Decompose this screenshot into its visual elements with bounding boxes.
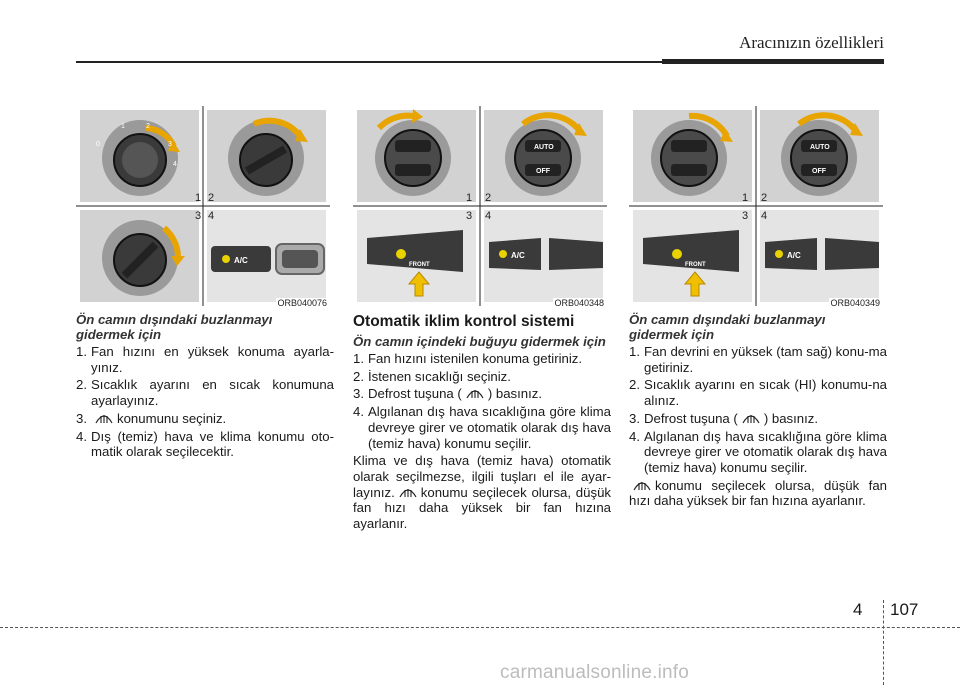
- knob-mark-0: 0: [96, 141, 100, 148]
- column-outside-defrost-auto: Ön camın dışındaki buzlanmayı gidermek i…: [629, 312, 887, 509]
- defrost-icon: [466, 390, 484, 399]
- figure-manual-climate-illustration: 0 1 2 3 4 A/C: [76, 106, 330, 306]
- ac-button-label-auto: A/C: [511, 251, 525, 260]
- figure-label-4: 4: [761, 210, 768, 222]
- column-auto-climate: Otomatik iklim kontrol sistemi Ön camın …: [353, 312, 611, 532]
- figure-auto-climate-outside-illustration: AUTO OFF FRONT A/C: [629, 106, 883, 306]
- header-rule: [76, 59, 884, 64]
- figure-label-4: 4: [208, 210, 215, 222]
- list-item: 3.Defrost tuşuna () basınız.: [629, 410, 819, 426]
- figure-label-2: 2: [208, 192, 215, 204]
- note-paragraph: Klima ve dış hava (temiz hava) otomatik …: [353, 453, 611, 532]
- section-title: Otomatik iklim kontrol sistemi: [353, 313, 575, 330]
- knob-mark-1: 1: [121, 123, 125, 130]
- off-button-label: OFF: [812, 168, 827, 175]
- column-outside-defrost-manual: Ön camın dışındaki buzlanmayı gidermek i…: [76, 312, 334, 462]
- list-item: 2.Sıcaklık ayarını en sıcak konumuna aya…: [76, 377, 334, 409]
- front-button-label: FRONT: [409, 262, 430, 268]
- auto-button-label: AUTO: [534, 144, 554, 151]
- figure-label-1: 1: [195, 192, 202, 204]
- figure-manual-climate: 0 1 2 3 4 A/C 1 2 3 4 ORB040076: [76, 106, 330, 308]
- off-button-label: OFF: [536, 168, 551, 175]
- figure-code: ORB040076: [276, 298, 328, 308]
- figure-code: ORB040349: [829, 298, 881, 308]
- list-item: 2.İstenen sıcaklığı seçiniz.: [353, 368, 511, 384]
- knob-mark-3: 3: [168, 141, 172, 148]
- figure-label-2: 2: [761, 192, 768, 204]
- section-subhead: Ön camın dışındaki buzlanmayı gidermek i…: [629, 312, 826, 342]
- section-subhead: Ön camın içindeki buğuyu gidermek için: [353, 334, 606, 349]
- auto-button-label: AUTO: [810, 144, 830, 151]
- list-item: 2.Sıcaklık ayarını en sıcak (HI) konumu-…: [629, 377, 887, 409]
- instruction-list: 1.Fan hızını en yüksek konuma ayarla-yın…: [76, 344, 334, 460]
- figure-label-4: 4: [485, 210, 492, 222]
- figure-code: ORB040348: [553, 298, 605, 308]
- header-rule-thick: [662, 59, 884, 64]
- defrost-icon: [742, 414, 760, 424]
- list-item: 3.konumunu seçiniz.: [76, 410, 227, 426]
- figure-auto-climate-outside: AUTO OFF FRONT A/C 1 2 3 4 ORB040349: [629, 106, 883, 308]
- note-paragraph: konumu seçilecek olursa, düşük fan hızı …: [629, 477, 887, 509]
- list-item: 4.Algılanan dış hava sıcaklığına göre kl…: [353, 404, 611, 451]
- figure-label-2: 2: [485, 192, 492, 204]
- figure-auto-climate-inside-illustration: AUTO OFF FRONT A/C: [353, 106, 607, 306]
- list-item: 4.Dış (temiz) hava ve klima konumu oto-m…: [76, 428, 334, 460]
- ac-button-label: A/C: [234, 256, 248, 265]
- figure-label-3: 3: [742, 210, 749, 222]
- knob-mark-2: 2: [146, 123, 150, 130]
- list-item: 1.Fan hızını istenilen konuma getiriniz.: [353, 351, 583, 366]
- list-item: 1.Fan hızını en yüksek konuma ayarla-yın…: [76, 344, 334, 375]
- list-item: 1.Fan devrini en yüksek (tam sağ) konu-m…: [629, 344, 887, 375]
- defrost-icon: [399, 488, 417, 497]
- figure-label-1: 1: [742, 192, 749, 204]
- watermark: carmanualsonline.info: [500, 662, 690, 683]
- front-button-label: FRONT: [685, 262, 706, 268]
- figure-label-3: 3: [466, 210, 473, 222]
- page-header-title: Aracınızın özellikleri: [739, 33, 884, 52]
- defrost-icon: [633, 481, 651, 490]
- list-item: 3.Defrost tuşuna () basınız.: [353, 386, 543, 402]
- instruction-list: 1.Fan devrini en yüksek (tam sağ) konu-m…: [629, 344, 887, 476]
- figure-label-1: 1: [466, 192, 473, 204]
- footer-divider: [883, 600, 884, 685]
- section-subhead: Ön camın dışındaki buzlanmayı gidermek i…: [76, 312, 273, 342]
- chapter-number: 4: [853, 600, 863, 619]
- knob-mark-4: 4: [173, 161, 177, 168]
- list-item: 4.Algılanan dış hava sıcaklığına göre kl…: [629, 428, 887, 475]
- figure-label-3: 3: [195, 210, 202, 222]
- defrost-icon: [95, 414, 113, 424]
- figure-auto-climate-inside: AUTO OFF FRONT A/C 1 2 3 4 ORB040348: [353, 106, 607, 308]
- ac-button-label-auto: A/C: [787, 251, 801, 260]
- instruction-list: 1.Fan hızını istenilen konuma getiriniz.…: [353, 351, 611, 451]
- page-number: 107: [890, 600, 919, 619]
- footer-rule: [0, 627, 960, 628]
